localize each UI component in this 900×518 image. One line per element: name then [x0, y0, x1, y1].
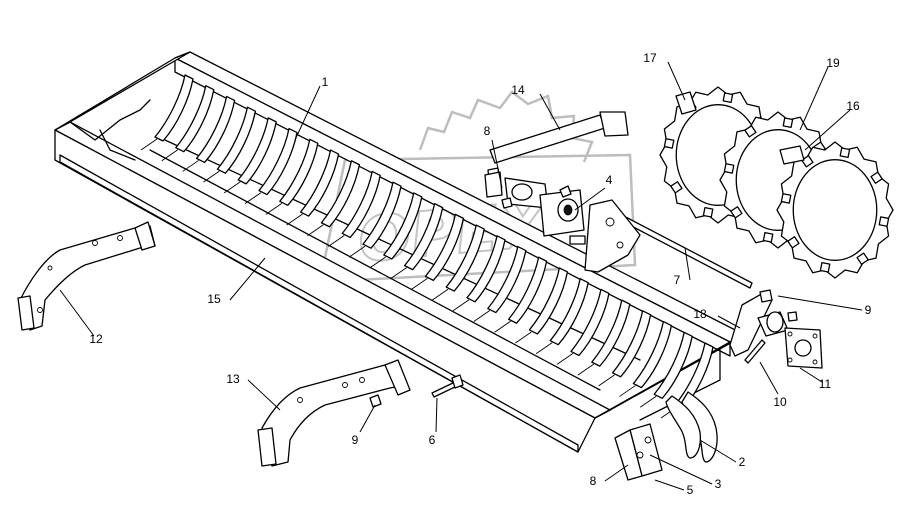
callout-leader — [604, 464, 629, 482]
callout-number: 3 — [715, 477, 722, 491]
callout-number: 12 — [89, 332, 103, 346]
callout-number: 6 — [429, 433, 436, 447]
callout-leader — [294, 85, 321, 141]
tine — [237, 117, 277, 185]
callout-number: 9 — [865, 303, 872, 317]
tine — [383, 192, 423, 260]
tine — [216, 106, 257, 174]
callout-number: 18 — [693, 307, 707, 321]
callout-number: 8 — [484, 124, 491, 138]
callout-leader — [684, 247, 691, 281]
hub-17 — [675, 91, 697, 115]
callout-number: 11 — [819, 377, 832, 391]
tine — [424, 213, 465, 282]
callout-leader — [574, 187, 606, 211]
callout-number: 4 — [606, 173, 613, 187]
tine — [466, 235, 506, 303]
support-arm-12 — [17, 221, 156, 331]
tine — [341, 170, 381, 239]
tine — [549, 278, 589, 346]
tine — [528, 267, 569, 335]
callout-leader — [654, 479, 685, 491]
tine — [403, 202, 444, 271]
tine — [258, 127, 298, 196]
callout-number: 1 — [322, 75, 329, 89]
callout-leader — [229, 257, 266, 301]
callout-number: 2 — [739, 455, 746, 469]
tine — [320, 160, 361, 228]
tine — [279, 138, 319, 206]
tine — [195, 95, 236, 164]
callout-leader — [759, 361, 779, 395]
callout-leader — [804, 109, 851, 151]
mounting-plate-14 — [484, 111, 629, 198]
tine — [487, 245, 527, 314]
callout-leader — [777, 295, 863, 311]
callout-leader — [667, 61, 686, 101]
callout-number: 14 — [511, 83, 525, 97]
callout-number: 13 — [226, 372, 240, 386]
callout-leader — [649, 454, 713, 485]
callout-number: 10 — [773, 395, 787, 409]
tine — [611, 310, 652, 378]
callout-leader — [699, 439, 737, 463]
clamp-bracket — [614, 391, 718, 481]
tines — [140, 74, 714, 419]
callout-number: 8 — [590, 474, 597, 488]
tine — [653, 331, 693, 399]
callout-leader — [717, 315, 741, 329]
tine — [507, 256, 548, 324]
tine — [445, 224, 485, 292]
callout-number: 5 — [687, 483, 694, 497]
crumbler-wheels — [659, 86, 894, 279]
callout-number: 17 — [643, 51, 657, 65]
callout-number: 16 — [846, 99, 860, 113]
trough-frame — [54, 51, 746, 453]
callout-number: 19 — [826, 56, 840, 70]
tine — [362, 181, 402, 249]
end-bracket-18 — [729, 289, 823, 369]
callout-number: 15 — [207, 292, 221, 306]
tine — [570, 288, 610, 357]
tine — [154, 74, 194, 142]
callout-leader — [799, 367, 823, 383]
callout-leader — [491, 139, 503, 189]
callout-leader — [435, 397, 438, 433]
callout-leader — [247, 379, 281, 411]
side-plate — [584, 199, 641, 273]
callout-leader — [799, 66, 829, 131]
callout-number: 7 — [674, 273, 681, 287]
tine — [632, 320, 673, 389]
callout-leader — [359, 404, 376, 433]
tine — [299, 149, 340, 217]
support-arm-13 — [257, 359, 411, 467]
tine — [591, 299, 631, 367]
tine — [175, 85, 215, 153]
callout-leader — [539, 93, 561, 131]
callout-number: 9 — [352, 433, 359, 447]
callout-leader — [59, 289, 95, 337]
bolt-6-lower — [369, 374, 464, 408]
crumbler-wheel — [776, 141, 894, 279]
